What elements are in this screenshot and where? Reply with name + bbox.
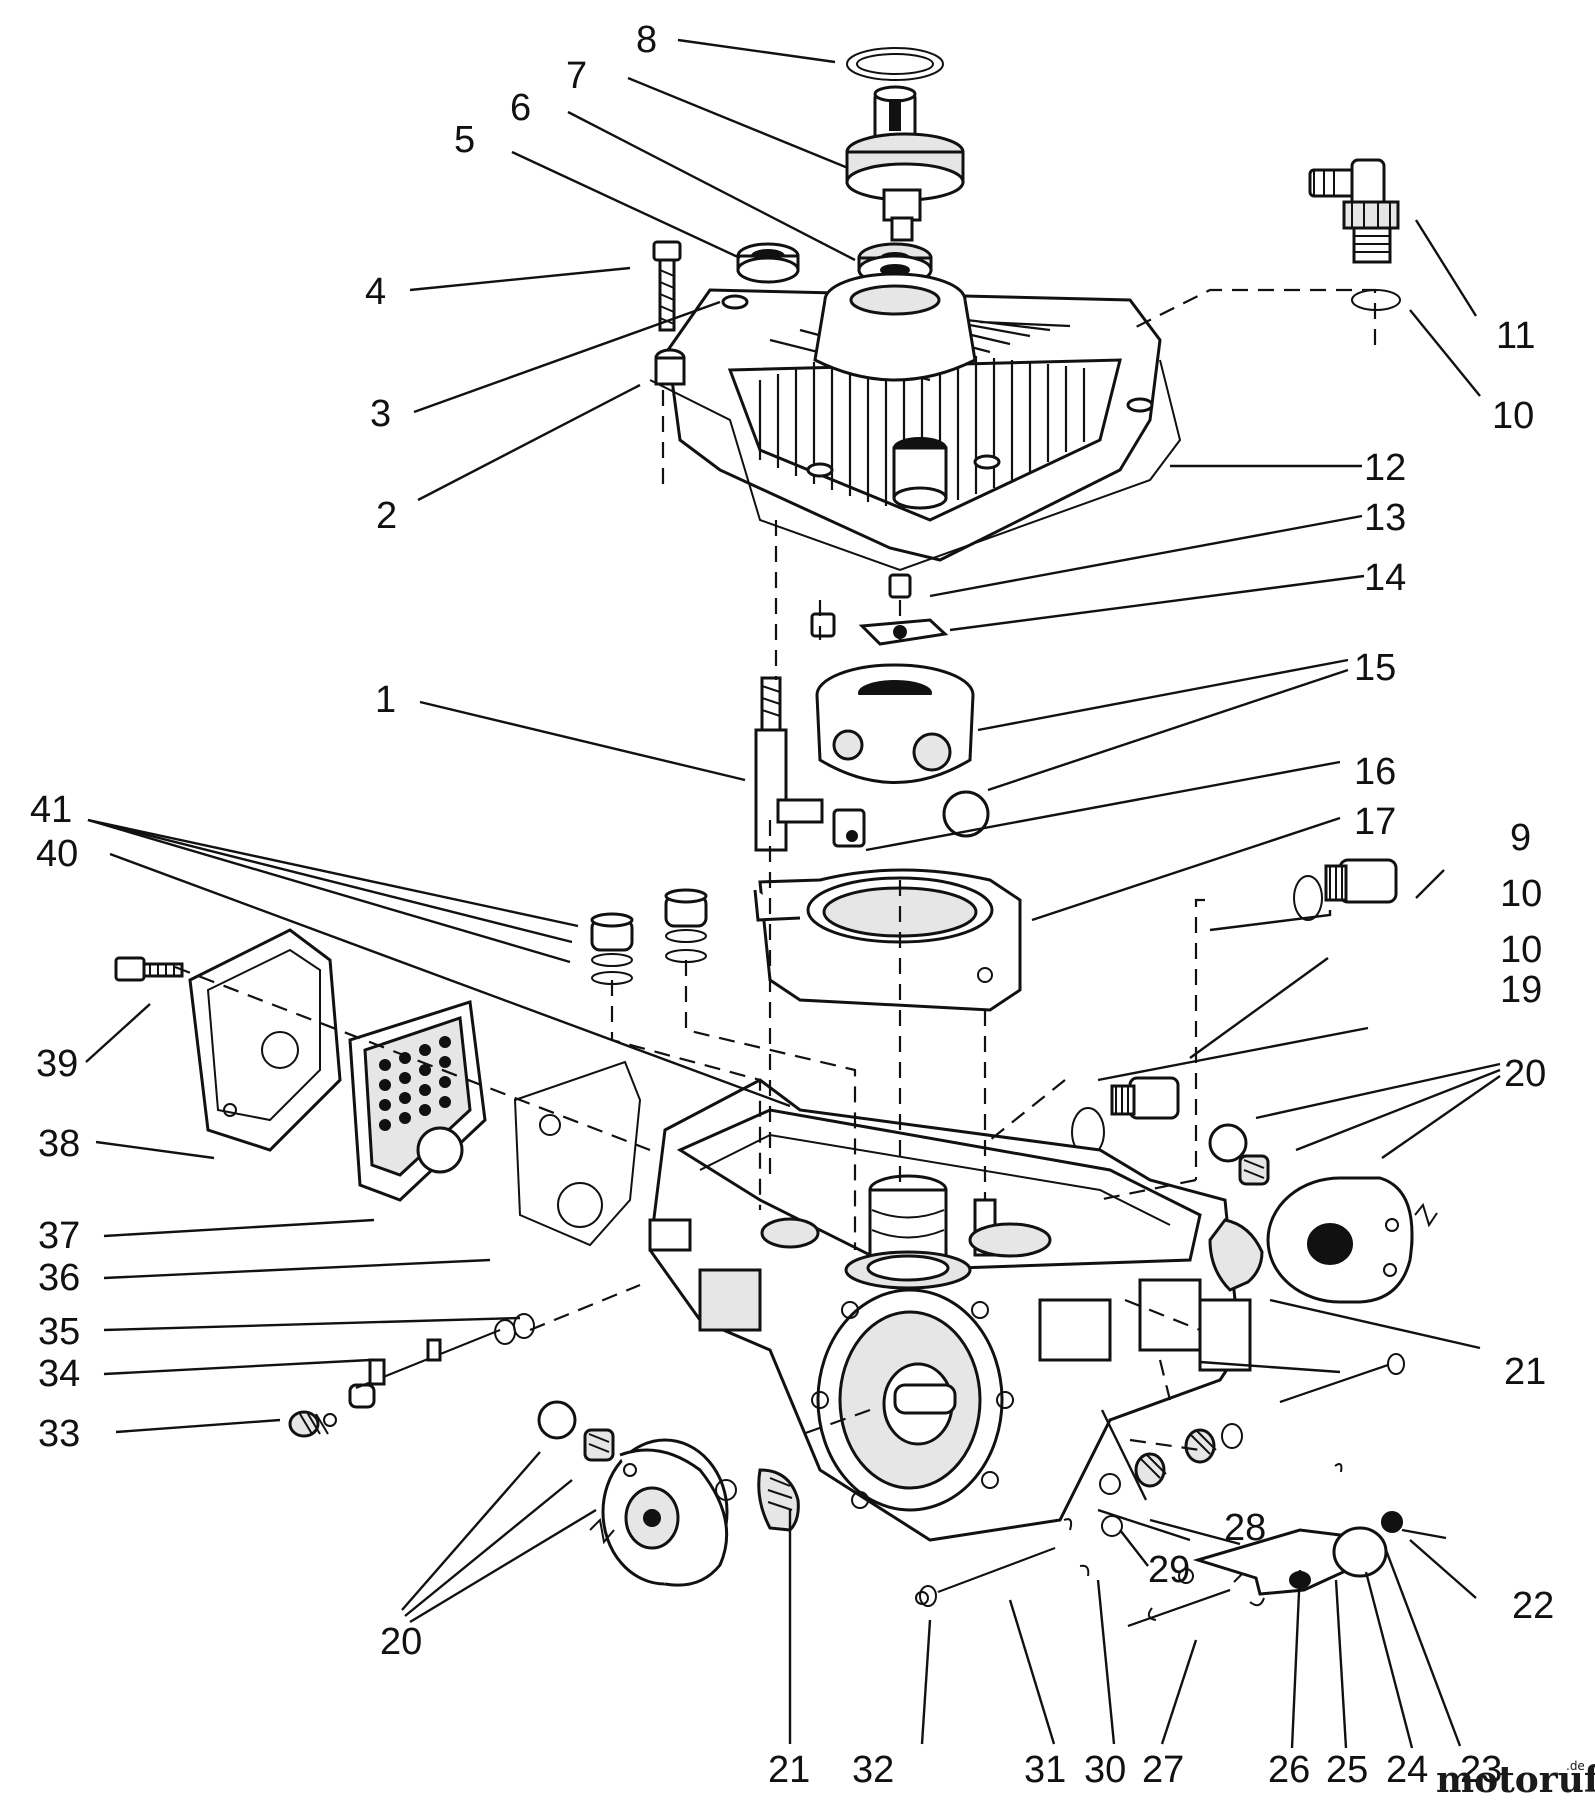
callout-38: 38	[38, 1123, 80, 1165]
leader-lines	[85, 38, 1501, 1749]
callout-37: 37	[38, 1215, 80, 1257]
callout-20-left: 20	[380, 1621, 422, 1663]
callout-31: 31	[1024, 1749, 1066, 1791]
callout-34: 34	[38, 1353, 80, 1395]
callout-6: 6	[510, 87, 531, 129]
callout-16: 16	[1354, 751, 1396, 793]
part-center-plate	[753, 868, 1022, 1012]
part-input-shaft	[845, 85, 965, 242]
callout-10-a: 10	[1492, 395, 1534, 437]
alignment-lines	[174, 288, 1377, 1452]
part-spring-33	[288, 1410, 337, 1438]
callout-23: 23	[1460, 1749, 1502, 1791]
part-plug-2	[810, 612, 836, 638]
callout-22: 22	[1512, 1585, 1554, 1627]
callout-2: 2	[376, 495, 397, 537]
callout-10-c: 10	[1500, 929, 1542, 971]
callout-25: 25	[1326, 1749, 1368, 1791]
callout-26: 26	[1268, 1749, 1310, 1791]
callout-11: 11	[1496, 315, 1535, 357]
callout-35: 35	[38, 1311, 80, 1353]
part-filter-bolt	[114, 956, 184, 982]
callout-28: 28	[1224, 1507, 1266, 1549]
callout-17: 17	[1354, 801, 1396, 843]
callout-3: 3	[370, 393, 391, 435]
part-housing-cover	[654, 272, 1162, 562]
part-filter-cover	[188, 928, 342, 1152]
callout-12: 12	[1364, 447, 1406, 489]
part-motor-block-left	[537, 1400, 800, 1587]
part-snap-ring	[846, 47, 944, 81]
callout-29: 29	[1148, 1549, 1190, 1591]
part-gasket	[649, 359, 1182, 572]
part-pin	[832, 808, 866, 848]
part-plug	[888, 573, 912, 599]
callout-36: 36	[38, 1257, 80, 1299]
callout-10-b: 10	[1500, 873, 1542, 915]
watermark-tld: .de	[1566, 1759, 1585, 1773]
callout-8: 8	[636, 19, 657, 61]
part-seal	[736, 242, 800, 284]
callout-27: 27	[1142, 1749, 1184, 1791]
part-elbow-fitting	[1308, 158, 1400, 264]
callout-33: 33	[38, 1413, 80, 1455]
part-motor-block-right	[1208, 1123, 1438, 1304]
part-bypass-rod	[348, 1313, 535, 1409]
callout-9: 9	[1510, 817, 1531, 859]
callout-20-right: 20	[1504, 1053, 1546, 1095]
part-swashplate-block	[815, 663, 990, 838]
part-fill-plug	[1071, 1076, 1180, 1157]
callout-14: 14	[1364, 557, 1406, 599]
part-drain-plug	[1293, 858, 1398, 921]
part-transmission-case	[648, 1078, 1252, 1542]
callout-32: 32	[852, 1749, 894, 1791]
callout-24: 24	[1386, 1749, 1428, 1791]
callout-30: 30	[1084, 1749, 1126, 1791]
part-washer	[857, 242, 933, 286]
part-filter-gasket	[513, 1060, 642, 1247]
part-check-valve-right	[664, 888, 708, 963]
callout-21-bottom: 21	[768, 1749, 810, 1791]
part-retainer-plate	[858, 618, 949, 646]
callout-13: 13	[1364, 497, 1406, 539]
callout-15: 15	[1354, 647, 1396, 689]
callout-40: 40	[36, 833, 78, 875]
callout-4: 4	[365, 271, 386, 313]
callout-39: 39	[36, 1043, 78, 1085]
part-bolt	[652, 240, 682, 332]
callout-19: 19	[1500, 969, 1542, 1011]
watermark-brand: motoruf	[1436, 1759, 1595, 1800]
part-control-shaft	[754, 676, 824, 852]
callout-7: 7	[566, 55, 587, 97]
callout-labels: 1 2 3 4 5 6 7 8 9 10 10 10 10 11 12 13 1…	[30, 19, 1554, 1791]
part-filter-screen	[348, 1000, 487, 1202]
watermark-logo: motoruf .de	[1436, 1759, 1595, 1800]
part-check-valve-left	[590, 912, 634, 985]
callout-21-right: 21	[1504, 1351, 1546, 1393]
callout-41: 41	[30, 789, 72, 831]
callout-1: 1	[375, 679, 396, 721]
callout-5: 5	[454, 119, 475, 161]
